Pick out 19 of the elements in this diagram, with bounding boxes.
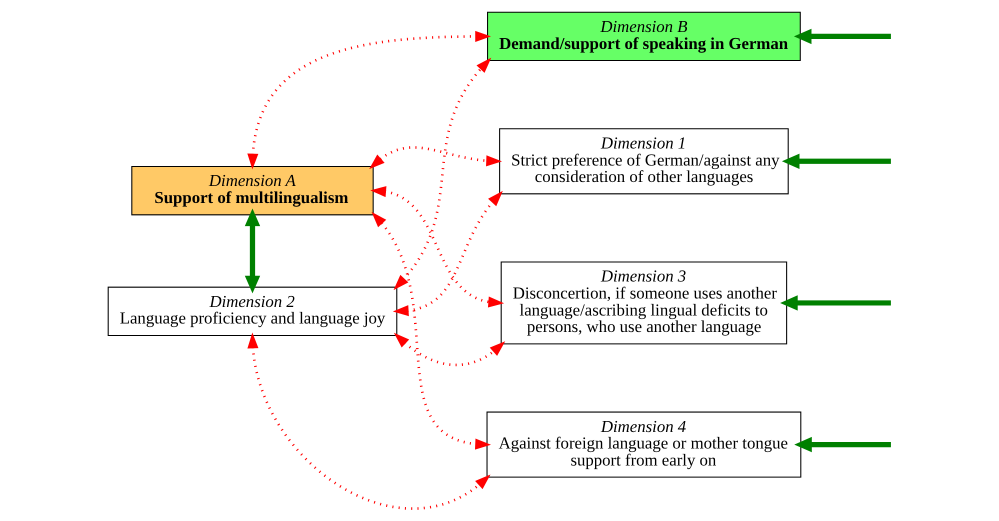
arrow	[246, 332, 490, 510]
node-box: Dimension B Demand/support of speaking in German	[486, 12, 800, 62]
node-box: Dimension 2 Language proficiency and language joy	[107, 286, 397, 336]
arrow	[370, 186, 504, 308]
node-box: Dimension 1 Strict preference of German/against any consideration of other languages	[498, 128, 788, 194]
arrow	[781, 154, 890, 169]
arrow	[244, 208, 260, 294]
arrow	[246, 30, 490, 170]
arrow	[794, 436, 890, 452]
arrow	[393, 332, 505, 366]
arrow	[368, 146, 502, 170]
arrow	[393, 58, 491, 290]
arrow	[392, 190, 502, 316]
arrow	[371, 212, 490, 450]
node-box: Dimension A Support of multilingualism	[130, 166, 374, 216]
node-box: Dimension 3 Disconcertion, if someone uses another language/ascribing lingual deficits to persons, who use another language	[500, 261, 787, 344]
arrow	[793, 28, 890, 44]
node-box: Dimension 4 Against foreign language or mother tongue support from early on	[486, 412, 801, 478]
arrow	[780, 295, 890, 311]
